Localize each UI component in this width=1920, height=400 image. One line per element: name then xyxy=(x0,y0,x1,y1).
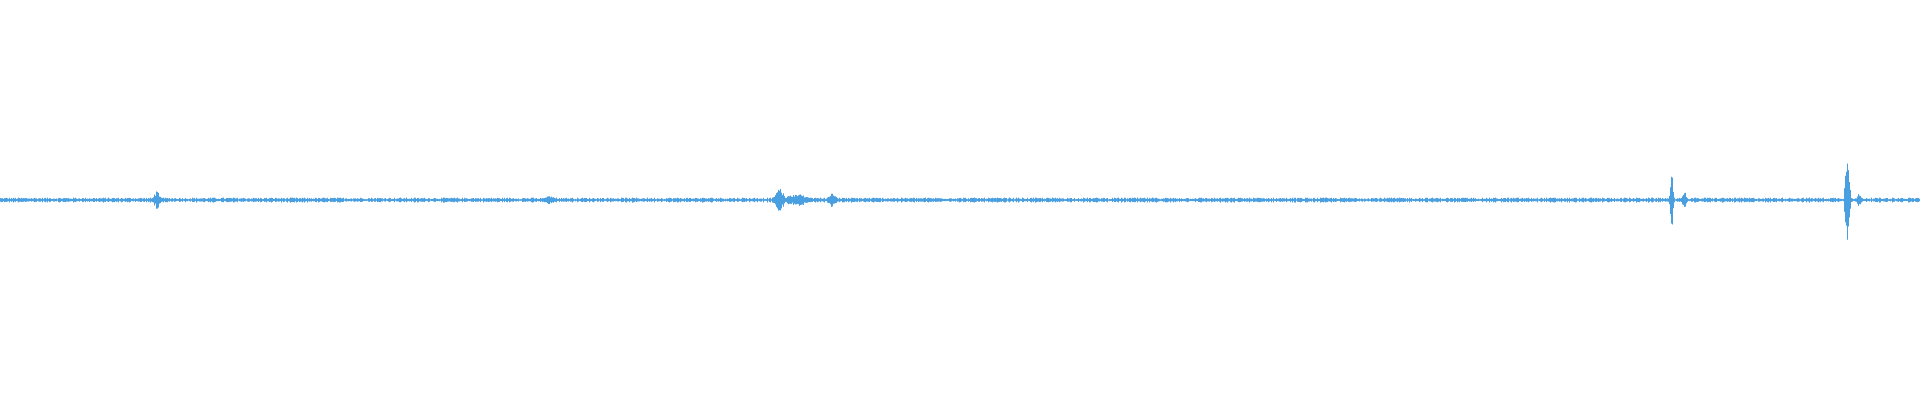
waveform-trace xyxy=(0,163,1920,240)
waveform-series xyxy=(0,163,1920,240)
